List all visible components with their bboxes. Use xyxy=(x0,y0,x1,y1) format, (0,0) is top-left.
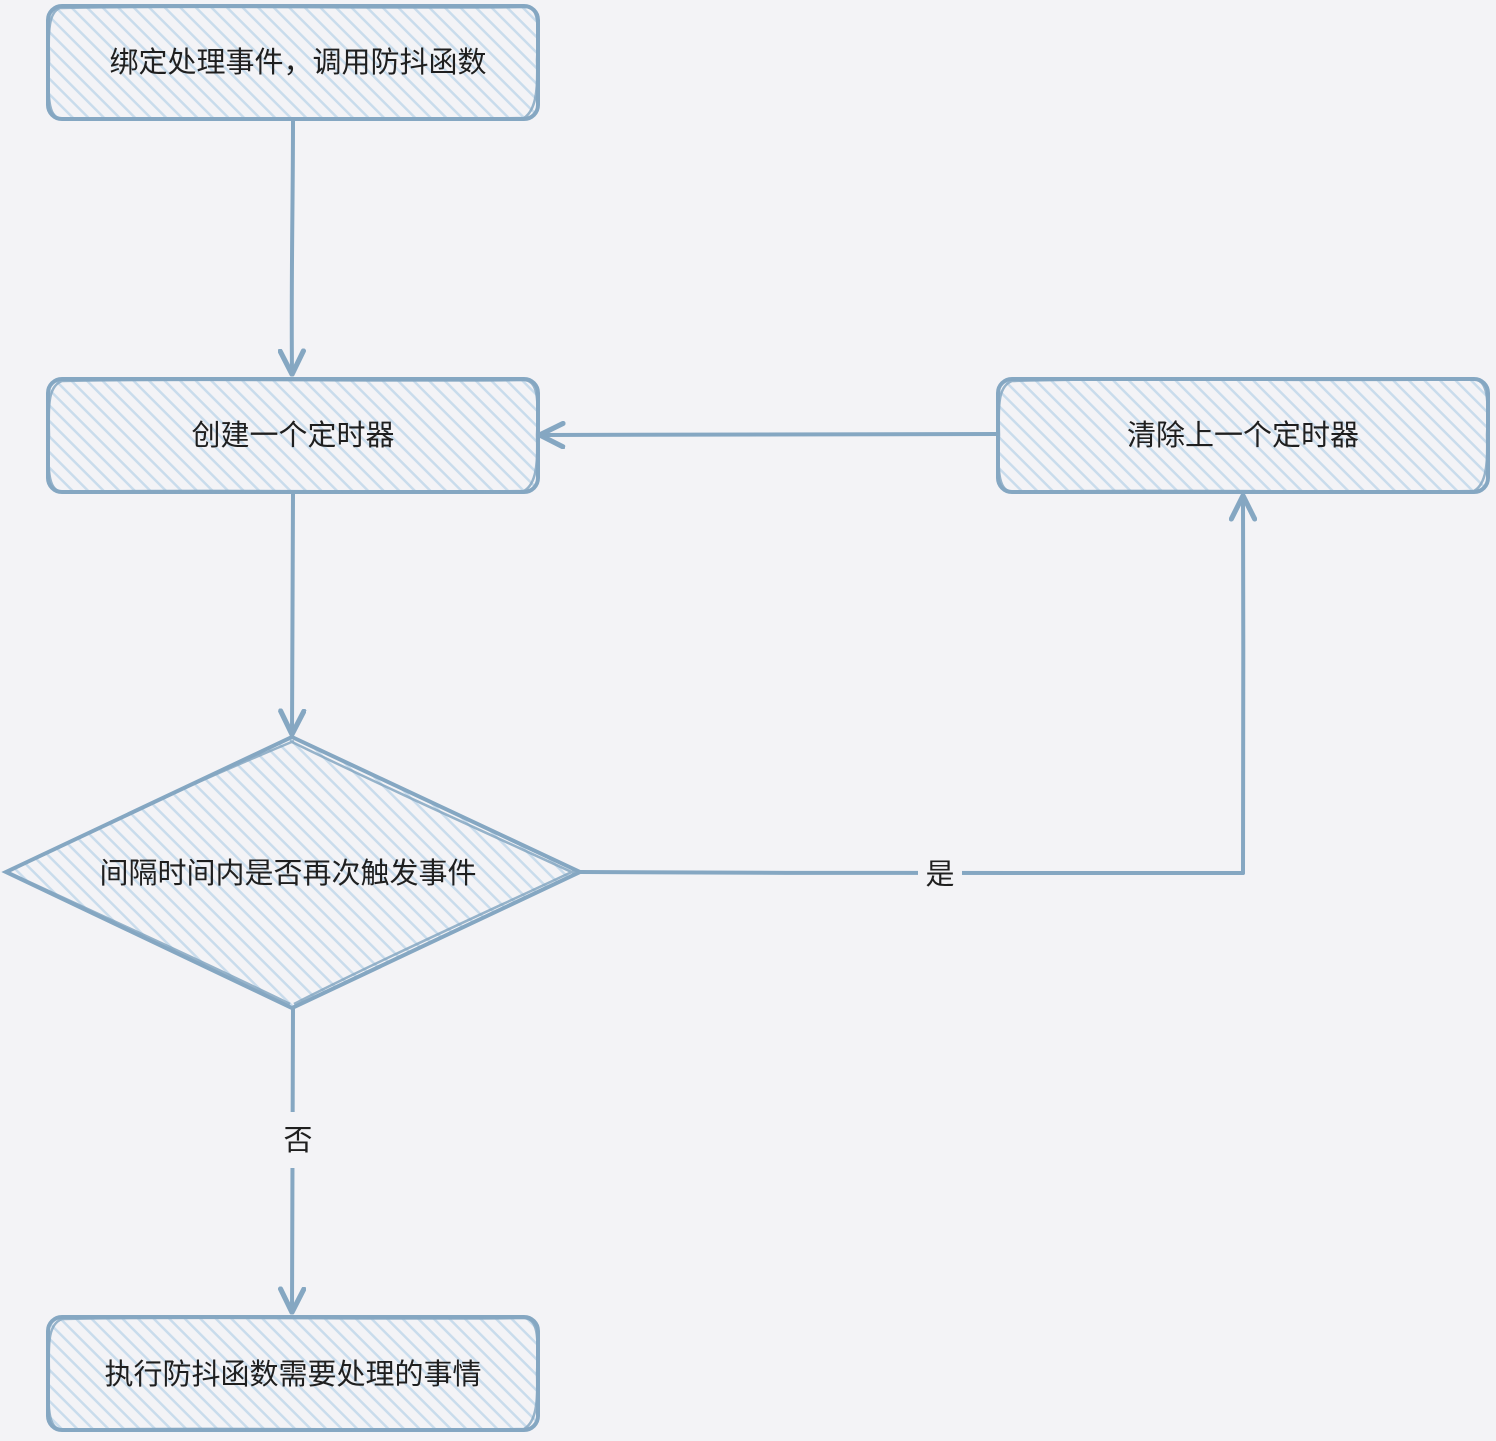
node-check-retrigger-label: 间隔时间内是否再次触发事件 xyxy=(99,856,476,890)
node-clear-timer-sketch xyxy=(997,377,1489,494)
node-bind-event-label: 绑定处理事件，调用防抖函数 xyxy=(109,45,486,79)
node-clear-timer-label: 清除上一个定时器 xyxy=(1127,418,1359,452)
edge-bind-to-create xyxy=(292,119,293,372)
node-execute-sketch xyxy=(47,1316,539,1432)
node-bind-event-sketch xyxy=(47,5,540,121)
no-label-bg xyxy=(276,1112,320,1168)
node-check-retrigger[interactable]: 间隔时间内是否再次触发事件 xyxy=(1,734,585,1011)
yes-label-bg xyxy=(918,852,962,894)
no-label: 否 xyxy=(283,1123,312,1157)
node-clear-timer[interactable]: 清除上一个定时器 xyxy=(996,377,1490,494)
edge-clear-to-create xyxy=(542,434,999,435)
node-create-timer[interactable]: 创建一个定时器 xyxy=(46,377,540,494)
node-bind-event[interactable]: 绑定处理事件，调用防抖函数 xyxy=(46,4,540,121)
node-create-timer-sketch xyxy=(47,378,539,494)
edge-create-to-check xyxy=(292,492,293,732)
edge-check-yes-horizontal xyxy=(578,870,1245,876)
node-create-timer-label: 创建一个定时器 xyxy=(191,418,394,452)
node-check-retrigger-sketch xyxy=(9,739,577,1006)
node-execute[interactable]: 执行防抖函数需要处理的事情 xyxy=(46,1315,540,1432)
node-execute-label: 执行防抖函数需要处理的事情 xyxy=(104,1357,481,1391)
yes-label: 是 xyxy=(925,857,954,891)
